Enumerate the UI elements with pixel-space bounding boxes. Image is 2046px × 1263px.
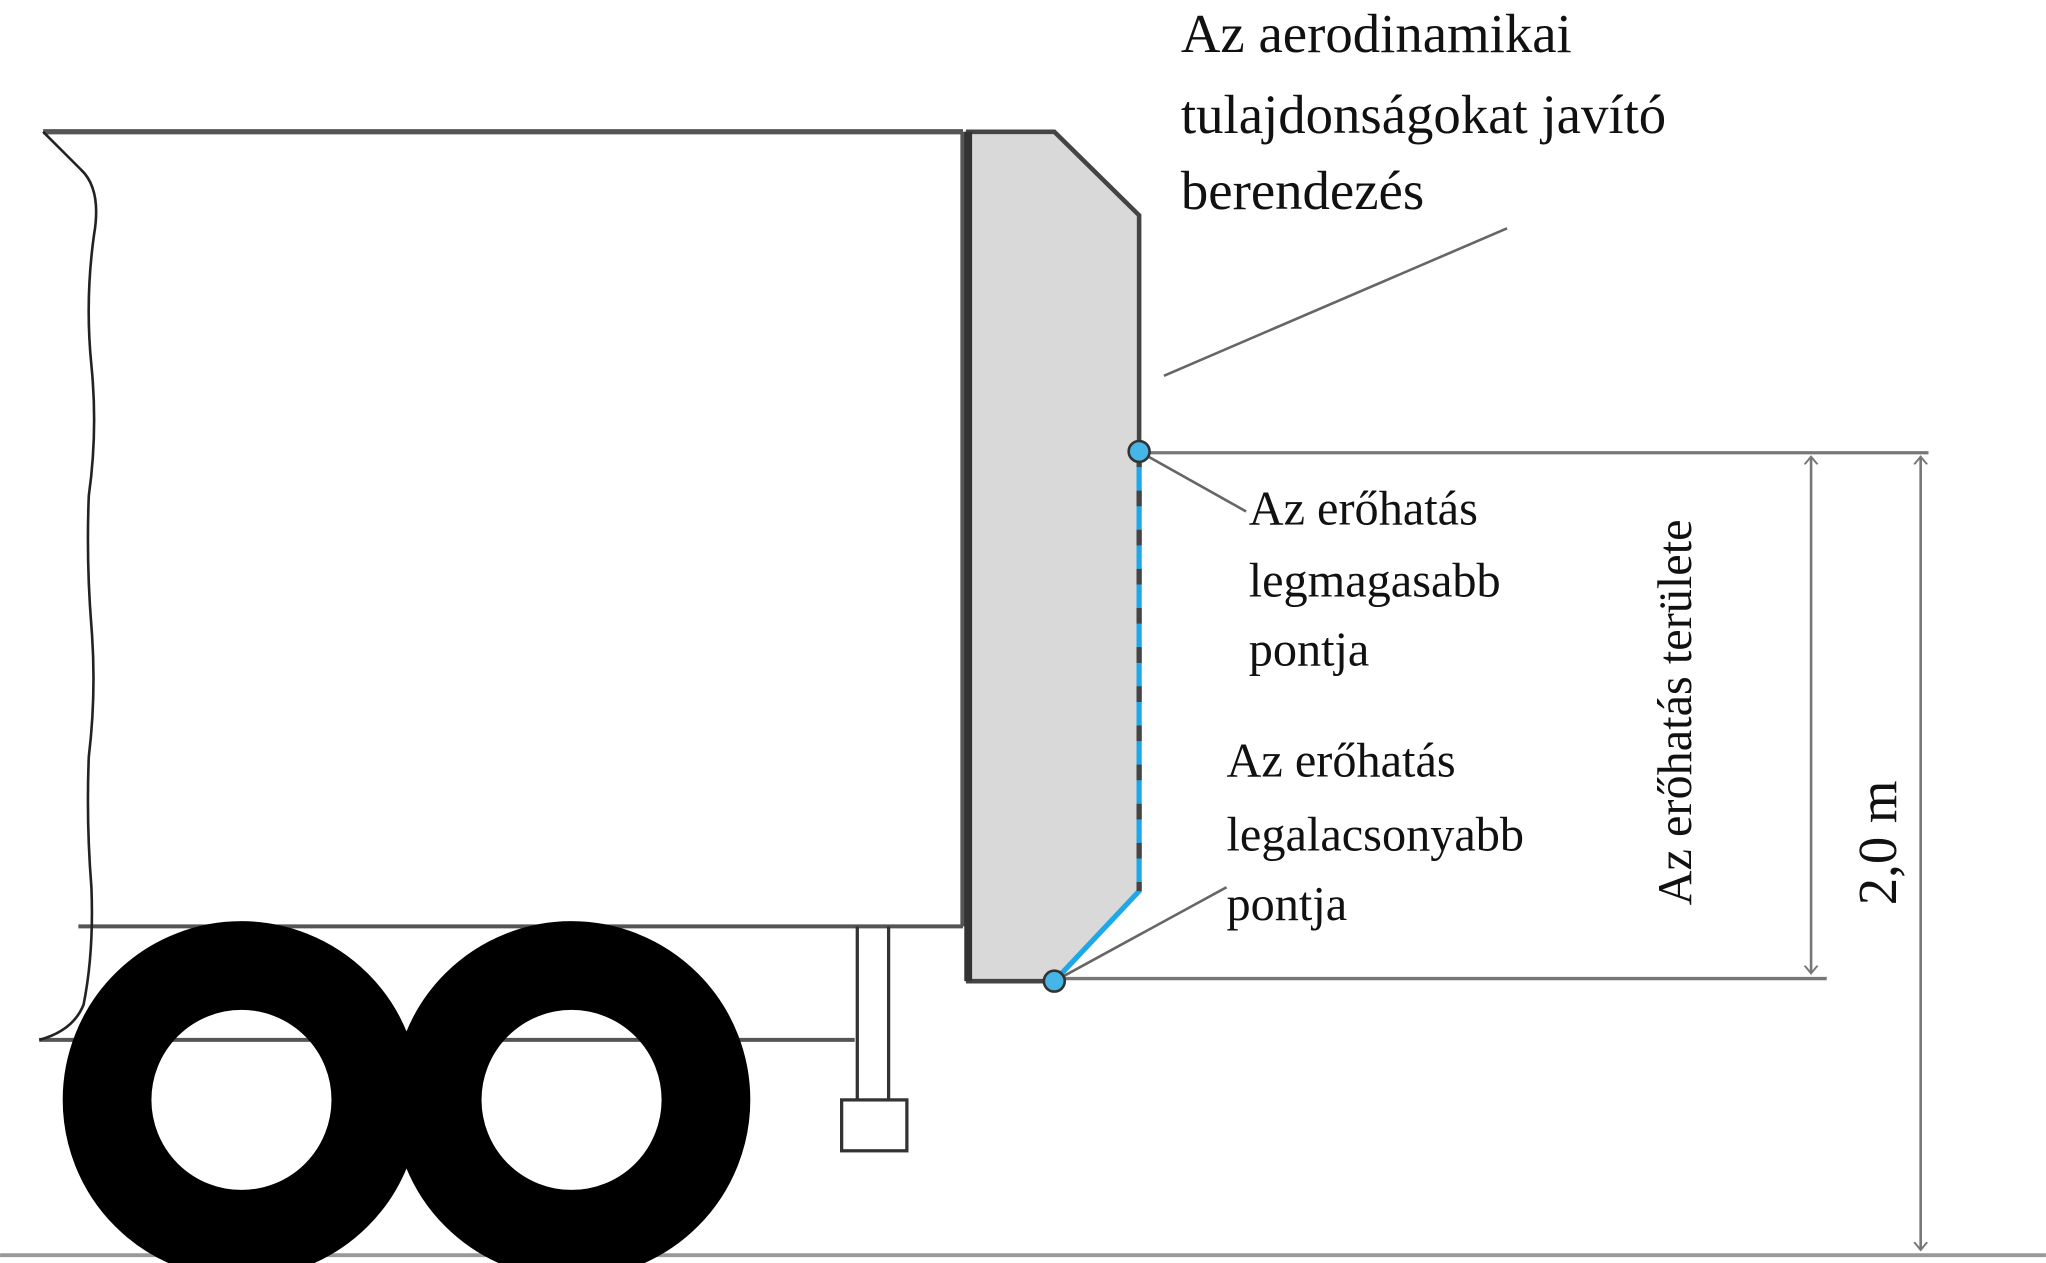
- landing-gear: [840, 926, 909, 1153]
- device-leader-line: [1163, 227, 1508, 377]
- aerodynamic-device: [965, 129, 1142, 984]
- wheel: [392, 921, 751, 1263]
- lowest-point-label-line: Az erőhatás: [1227, 734, 1456, 787]
- lowest-point-label: Az erőhatás legalacsonyabb pontja: [1227, 734, 1525, 931]
- force-area-label: Az erőhatás területe: [1649, 519, 1702, 905]
- lowest-point-label-line: pontja: [1227, 878, 1348, 931]
- highest-point-label-line: pontja: [1249, 623, 1370, 676]
- trailer-body: [38, 129, 966, 1042]
- highest-point-marker: [1127, 439, 1151, 464]
- wheel: [62, 921, 421, 1263]
- height-dimension-label: 2,0 m: [1847, 780, 1908, 905]
- trailer-cut-edge: [38, 130, 98, 1042]
- device-label-line: berendezés: [1181, 160, 1424, 221]
- device-label-line: Az aerodinamikai: [1181, 3, 1572, 64]
- highest-point-label-line: Az erőhatás: [1249, 483, 1478, 536]
- highest-point-label: Az erőhatás legmagasabb pontja: [1249, 483, 1501, 677]
- lowest-point-leader-line: [1053, 886, 1228, 983]
- highest-point-label-line: legmagasabb: [1249, 554, 1501, 607]
- device-label: Az aerodinamikai tulajdonságokat javító …: [1181, 3, 1666, 221]
- lowest-point-label-line: legalacsonyabb: [1227, 809, 1525, 862]
- device-label-line: tulajdonságokat javító: [1181, 84, 1666, 145]
- lowest-point-marker: [1042, 969, 1067, 993]
- highest-point-leader-line: [1138, 450, 1247, 513]
